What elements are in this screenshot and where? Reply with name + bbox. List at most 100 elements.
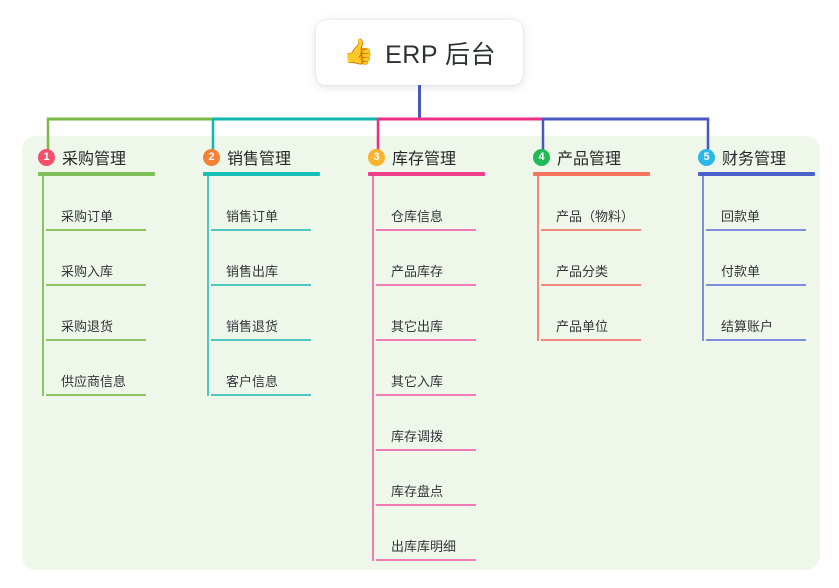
branch-header-4[interactable]: 4 产品管理 [533, 136, 682, 170]
leaf-spine [207, 176, 209, 396]
branch-header-2[interactable]: 2 销售管理 [203, 136, 352, 170]
leaf-list: 采购订单采购入库采购退货供应商信息 [38, 176, 187, 396]
leaf-underline [541, 284, 641, 286]
branch-underline [203, 172, 320, 176]
branch-title: 库存管理 [392, 151, 457, 168]
branch-title: 销售管理 [227, 151, 292, 168]
leaf-spine [702, 176, 704, 341]
leaf-item[interactable]: 产品分类 [537, 231, 682, 286]
branch-columns: 1 采购管理采购订单采购入库采购退货供应商信息 2 销售管理销售订单销售出库销售退货客… [22, 136, 820, 570]
branch-underline [38, 172, 155, 176]
leaf-underline [376, 284, 476, 286]
leaf-underline [211, 229, 311, 231]
branch-number-badge: 4 [533, 148, 550, 166]
leaf-item-label: 出库库明细 [391, 539, 457, 554]
leaf-item[interactable]: 销售订单 [207, 176, 352, 231]
branch-title: 采购管理 [62, 151, 127, 168]
leaf-item-label: 仓库信息 [391, 209, 444, 224]
leaf-underline [376, 394, 476, 396]
leaf-underline [706, 339, 806, 341]
leaf-item-label: 产品（物料） [556, 209, 635, 224]
leaf-item[interactable]: 产品库存 [372, 231, 517, 286]
leaf-underline [376, 559, 476, 561]
leaf-item-label: 其它入库 [391, 374, 444, 389]
root-node-content: 👍 ERP 后台 [343, 35, 496, 71]
branch-underline [368, 172, 485, 176]
branch-title: 产品管理 [557, 151, 622, 168]
leaf-underline [46, 284, 146, 286]
leaf-item[interactable]: 客户信息 [207, 341, 352, 396]
leaf-item-label: 供应商信息 [61, 374, 127, 389]
branch-number-badge: 5 [698, 148, 715, 166]
branch-underline [533, 172, 650, 176]
branch-title: 财务管理 [722, 151, 787, 168]
leaf-item[interactable]: 产品（物料） [537, 176, 682, 231]
leaf-item-label: 销售出库 [226, 264, 279, 279]
leaf-item-label: 销售订单 [226, 209, 279, 224]
leaf-item[interactable]: 库存调拨 [372, 396, 517, 451]
leaf-item[interactable]: 销售出库 [207, 231, 352, 286]
branches-panel [22, 136, 820, 570]
leaf-item-label: 库存盘点 [391, 484, 444, 499]
leaf-item[interactable]: 付款单 [702, 231, 839, 286]
leaf-underline [376, 229, 476, 231]
branch-header-3[interactable]: 3 库存管理 [368, 136, 517, 170]
leaf-underline [211, 339, 311, 341]
branch-column-4: 4 产品管理产品（物料） 产品分类产品单位 [517, 136, 682, 570]
leaf-item-label: 采购入库 [61, 264, 114, 279]
leaf-spine [42, 176, 44, 396]
root-node-card[interactable]: 👍 ERP 后台 [316, 20, 523, 85]
leaf-underline [706, 284, 806, 286]
leaf-underline [211, 284, 311, 286]
leaf-item[interactable]: 回款单 [702, 176, 839, 231]
leaf-underline [211, 394, 311, 396]
leaf-item-label: 其它出库 [391, 319, 444, 334]
leaf-item[interactable]: 仓库信息 [372, 176, 517, 231]
leaf-underline [46, 339, 146, 341]
leaf-item[interactable]: 采购退货 [42, 286, 187, 341]
branch-column-1: 1 采购管理采购订单采购入库采购退货供应商信息 [22, 136, 187, 570]
leaf-spine [372, 176, 374, 561]
leaf-list: 仓库信息产品库存其它出库其它入库库存调拨库存盘点出库库明细 [368, 176, 517, 561]
leaf-item-label: 库存调拨 [391, 429, 444, 444]
leaf-list: 销售订单销售出库销售退货客户信息 [203, 176, 352, 396]
leaf-underline [376, 504, 476, 506]
leaf-item-label: 产品分类 [556, 264, 609, 279]
leaf-spine [537, 176, 539, 341]
leaf-item[interactable]: 其它出库 [372, 286, 517, 341]
branch-number-badge: 1 [38, 148, 55, 166]
leaf-item[interactable]: 出库库明细 [372, 506, 517, 561]
leaf-item[interactable]: 销售退货 [207, 286, 352, 341]
leaf-list: 回款单付款单结算账户 [698, 176, 839, 341]
leaf-item[interactable]: 采购订单 [42, 176, 187, 231]
branch-column-3: 3 库存管理仓库信息产品库存其它出库其它入库库存调拨库存盘点出库库明细 [352, 136, 517, 570]
leaf-item[interactable]: 库存盘点 [372, 451, 517, 506]
branch-header-1[interactable]: 1 采购管理 [38, 136, 187, 170]
leaf-item[interactable]: 其它入库 [372, 341, 517, 396]
leaf-item[interactable]: 采购入库 [42, 231, 187, 286]
leaf-item[interactable]: 供应商信息 [42, 341, 187, 396]
leaf-item[interactable]: 结算账户 [702, 286, 839, 341]
leaf-item-label: 客户信息 [226, 374, 279, 389]
branch-column-2: 2 销售管理销售订单销售出库销售退货客户信息 [187, 136, 352, 570]
leaf-underline [46, 394, 146, 396]
leaf-item[interactable]: 产品单位 [537, 286, 682, 341]
leaf-underline [541, 339, 641, 341]
leaf-item-label: 产品单位 [556, 319, 609, 334]
leaf-item-label: 产品库存 [391, 264, 444, 279]
branch-header-5[interactable]: 5 财务管理 [698, 136, 839, 170]
branch-number-badge: 2 [203, 148, 220, 166]
leaf-underline [376, 449, 476, 451]
leaf-list: 产品（物料） 产品分类产品单位 [533, 176, 682, 341]
leaf-item-label: 采购退货 [61, 319, 114, 334]
leaf-item-label: 回款单 [721, 209, 761, 224]
thumbs-up-icon: 👍 [342, 38, 375, 66]
leaf-item-label: 采购订单 [61, 209, 114, 224]
leaf-item-label: 付款单 [721, 264, 761, 279]
branch-underline [698, 172, 815, 176]
leaf-underline [376, 339, 476, 341]
branch-number-badge: 3 [368, 148, 385, 166]
leaf-item-label: 销售退货 [226, 319, 279, 334]
leaf-underline [541, 229, 641, 231]
